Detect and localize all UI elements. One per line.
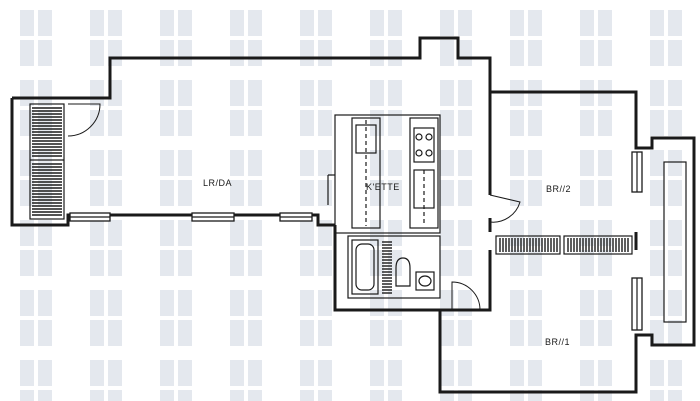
watermark-tile (230, 220, 262, 276)
watermark-tile (90, 290, 122, 346)
watermark-tile (370, 80, 402, 136)
watermark-tile (370, 150, 402, 206)
windows-living (69, 212, 313, 222)
watermark-tile (440, 290, 472, 346)
watermark-tile (300, 360, 332, 401)
watermark-tile (300, 150, 332, 206)
watermark-tile (370, 360, 402, 401)
watermark-tile (510, 360, 542, 401)
kitchenette (327, 114, 441, 234)
watermark-tile (160, 220, 192, 276)
bathroom (347, 235, 441, 299)
watermark-tile (300, 290, 332, 346)
watermark-tile (650, 10, 682, 66)
watermark-tile (230, 360, 262, 401)
watermark-tile (20, 10, 52, 66)
watermark-tile (650, 220, 682, 276)
watermark-tile (230, 80, 262, 136)
watermark-tile (510, 150, 542, 206)
watermark-tile (580, 360, 612, 401)
watermark-tile (90, 220, 122, 276)
watermark-tile (20, 290, 52, 346)
outer-walls (10, 36, 696, 394)
room-label-bedroom-1: BR//1 (545, 337, 570, 347)
watermark-tile (230, 290, 262, 346)
watermark-tile (580, 150, 612, 206)
watermark-tile (580, 80, 612, 136)
watermark-tile (650, 360, 682, 401)
watermark-tile (440, 220, 472, 276)
watermark-tile (510, 10, 542, 66)
watermark-tile (90, 150, 122, 206)
watermark-tile (510, 290, 542, 346)
watermark-tile (20, 220, 52, 276)
hall-closets (495, 235, 633, 255)
watermark-tile (580, 290, 612, 346)
watermark-tile (20, 360, 52, 401)
watermark-tile (160, 290, 192, 346)
watermark-tile (160, 360, 192, 401)
watermark-tile (650, 290, 682, 346)
watermark-tile (440, 150, 472, 206)
room-label-kitchen: K'ETTE (366, 182, 400, 192)
watermark-tile (650, 150, 682, 206)
watermark-tile (440, 80, 472, 136)
watermark-tile (440, 360, 472, 401)
room-label-bedroom-2: BR//2 (546, 184, 571, 194)
doors (451, 194, 521, 311)
watermark-tile (90, 80, 122, 136)
watermark-tile (510, 80, 542, 136)
left-closet (29, 103, 101, 220)
watermark-tile (650, 80, 682, 136)
watermark-tile (90, 360, 122, 401)
watermark-tile (160, 150, 192, 206)
windows-bedrooms (631, 151, 687, 331)
watermark-tile (580, 10, 612, 66)
watermark-pattern (20, 10, 682, 401)
watermark-tile (300, 80, 332, 136)
room-label-living-dining: LR/DA (203, 178, 232, 188)
watermark-tile (300, 220, 332, 276)
watermark-tile (230, 150, 262, 206)
watermark-tile (160, 80, 192, 136)
